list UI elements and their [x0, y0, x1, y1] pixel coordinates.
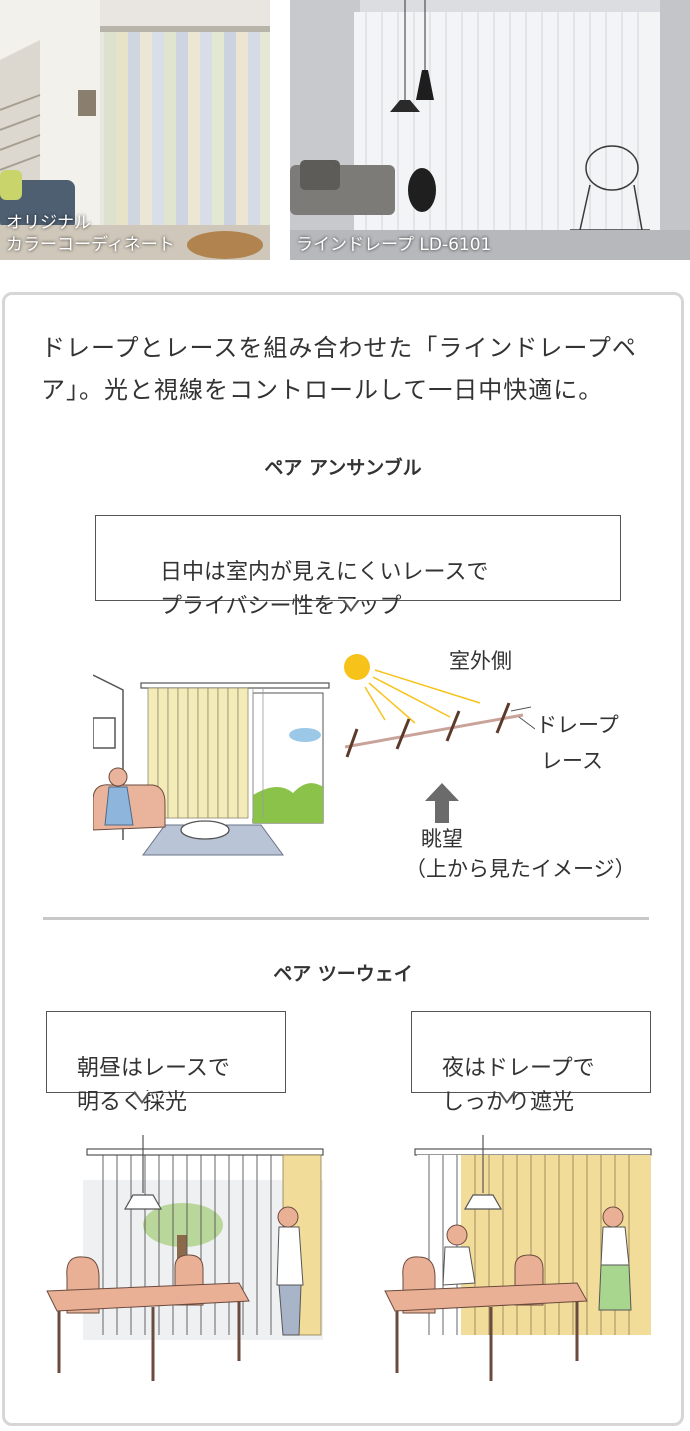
label-lace: レース [541, 749, 603, 773]
section-title-twoway: ペア ツーウェイ [273, 963, 413, 985]
bubble-tail [133, 1090, 151, 1104]
bubble-text-ensemble: 日中は室内が見えにくいレースで プライバシー性をアップ [160, 560, 489, 619]
label-view: 眺望 [421, 827, 463, 851]
photo-line-drape: ラインドレープ LD-6101 [290, 0, 690, 260]
photo-caption-2: ラインドレープ LD-6101 [296, 235, 492, 255]
content-panel: ドレープとレースを組み合わせた「ラインドレープペア」。光と視線をコントロールして… [2, 292, 684, 1426]
bubble-text-day: 朝昼はレースで 明るく採光 [77, 1056, 230, 1115]
view-arrow-icon [425, 783, 459, 823]
speech-bubble-night: 夜はドレープで しっかり遮光 [411, 1011, 651, 1115]
living-room-illustration [93, 674, 330, 856]
intro-text: ドレープとレースを組み合わせた「ラインドレープペア」。光と視線をコントロールして… [41, 334, 637, 404]
label-outside: 室外側 [449, 649, 512, 673]
bubble-tail [498, 1090, 516, 1104]
photo-color-coordinate: オリジナル カラーコーディネート [0, 0, 270, 260]
top-view-diagram [344, 654, 535, 758]
day-dining-illustration [46, 1135, 324, 1381]
label-drape: ドレープ [536, 713, 619, 737]
bubble-text-night: 夜はドレープで しっかり遮光 [442, 1056, 595, 1115]
photo-caption-1: オリジナル カラーコーディネート [6, 213, 175, 255]
section-divider [43, 917, 649, 920]
night-dining-illustration [384, 1135, 652, 1381]
speech-bubble-ensemble: 日中は室内が見えにくいレースで プライバシー性をアップ [95, 515, 621, 619]
section-title-ensemble: ペア アンサンブル [264, 457, 422, 479]
speech-bubble-day: 朝昼はレースで 明るく採光 [46, 1011, 286, 1115]
bubble-tail [342, 598, 360, 612]
label-view-note: （上から見たイメージ） [405, 857, 636, 881]
